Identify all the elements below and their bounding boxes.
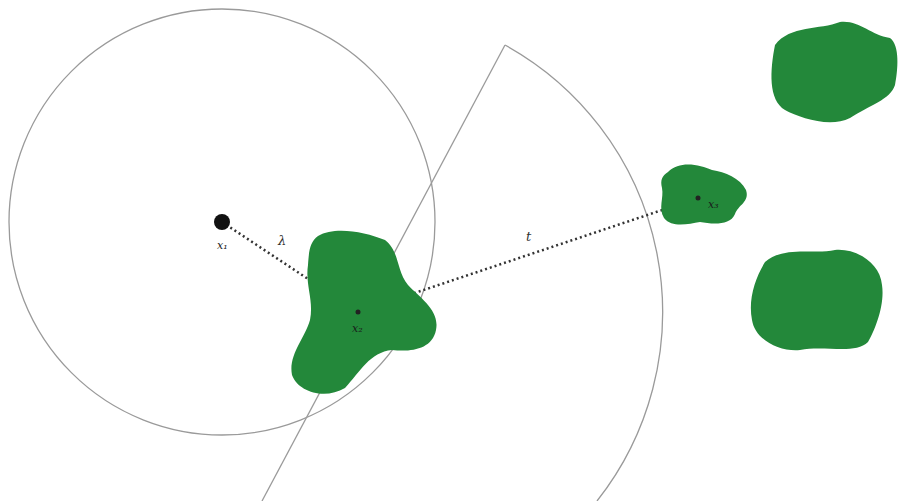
habitat-patch-shape — [288, 228, 443, 398]
patch — [771, 22, 897, 122]
habitat-patch: x₃ — [656, 158, 752, 232]
point-label: x₂ — [352, 322, 363, 335]
patch — [751, 250, 883, 350]
label-holder: x₃ — [708, 193, 719, 212]
habitat-patch-shape — [656, 158, 752, 232]
habitat-patch: x₂ — [288, 228, 443, 398]
location-point: x₁ — [212, 212, 232, 232]
label-holder: x₂ — [352, 317, 363, 336]
step-label: t — [524, 230, 533, 243]
point-label: x₃ — [708, 198, 719, 211]
sector-arc — [505, 45, 663, 501]
location-point-shape — [212, 212, 232, 232]
step-label: λ — [276, 234, 288, 247]
search-radius-circle — [9, 9, 435, 435]
label-holder: x₁ — [217, 234, 228, 253]
point-label: x₁ — [217, 239, 228, 252]
